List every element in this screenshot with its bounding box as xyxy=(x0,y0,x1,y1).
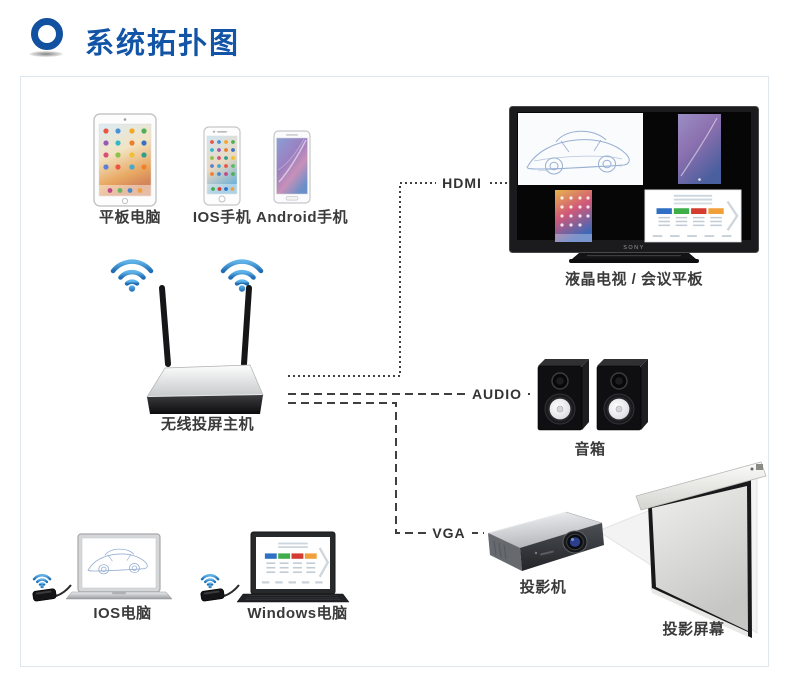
tv-quadrant-car xyxy=(518,113,643,185)
audio-label: AUDIO xyxy=(466,386,528,402)
page-title: 系统拓扑图 xyxy=(85,28,241,60)
tv-brand-text: SONY xyxy=(623,245,645,251)
car-sketch xyxy=(526,130,630,175)
tv-image: SONY xyxy=(509,106,759,263)
hdmi-label: HDMI xyxy=(436,175,488,191)
tablet-label: 平板电脑 xyxy=(98,209,161,226)
host-image xyxy=(110,259,264,414)
tablet-image xyxy=(93,113,157,207)
tv-device: SONY xyxy=(509,106,759,271)
ios-computer-label: IOS电脑 xyxy=(93,605,152,622)
windows-computer-image xyxy=(236,531,350,603)
wifi-icon xyxy=(32,574,52,589)
tablet-device xyxy=(92,112,158,213)
speaker-image xyxy=(537,359,648,431)
projection-screen-label: 投影屏幕 xyxy=(662,621,725,638)
android-phone-device xyxy=(272,130,312,209)
ring-logo-icon xyxy=(31,18,63,50)
ios-phone-app-icons xyxy=(210,140,235,176)
wifi-icon xyxy=(220,259,264,292)
projector-label: 投影机 xyxy=(519,579,567,596)
ring-logo-shadow xyxy=(29,51,63,57)
ios-computer-image xyxy=(65,533,173,600)
antenna-right xyxy=(241,285,252,367)
vga-label: VGA xyxy=(426,525,472,541)
ios-phone-device xyxy=(202,126,242,211)
antenna-left xyxy=(159,285,171,367)
router-top xyxy=(146,364,264,398)
projector-device xyxy=(478,503,608,588)
windows-computer-label: Windows电脑 xyxy=(247,605,348,622)
tv-quadrant-phone xyxy=(678,114,721,184)
tv-quadrant-slide xyxy=(644,189,742,243)
speaker-right xyxy=(596,359,648,431)
speaker-label: 音箱 xyxy=(574,441,606,458)
car-sketch xyxy=(87,548,148,575)
projector-lens xyxy=(562,530,588,554)
ios-computer-device xyxy=(58,528,176,609)
tablet-app-icons xyxy=(103,128,147,170)
ios-phone-label: IOS手机 xyxy=(192,209,252,226)
android-phone-image xyxy=(273,130,311,204)
android-phone-label: Android手机 xyxy=(256,209,348,226)
usb-dongle xyxy=(30,572,72,611)
projector-image xyxy=(487,511,604,571)
wifi-icon xyxy=(200,574,220,589)
usb-dongle xyxy=(198,572,240,611)
speaker-device xyxy=(532,354,648,441)
usb-dongle-image xyxy=(200,574,240,602)
speaker-left xyxy=(537,359,589,431)
ios-phone-image xyxy=(203,126,241,206)
host-label: 无线投屏主机 xyxy=(160,416,254,433)
tv-label: 液晶电视 / 会议平板 xyxy=(564,271,703,288)
windows-computer-device xyxy=(228,528,350,611)
wifi-icon xyxy=(110,259,154,292)
host-device xyxy=(108,254,283,421)
usb-dongle-image xyxy=(32,574,72,602)
slide-graphic xyxy=(256,539,330,588)
router-front xyxy=(147,395,263,414)
